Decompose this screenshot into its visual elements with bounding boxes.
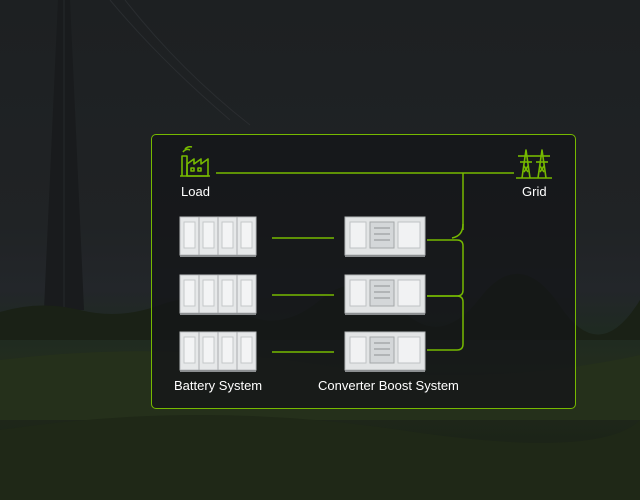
converter-bracket-bottom [427, 295, 464, 351]
battery-cabinet-icon [179, 331, 257, 372]
transmission-tower-icon [516, 149, 552, 179]
battery-cabinet-icon [179, 274, 257, 315]
battery-cabinet-icon [179, 216, 257, 257]
converter-bracket-top [427, 239, 464, 297]
battery-system-label: Battery System [174, 378, 263, 393]
load-label: Load [181, 184, 210, 199]
converter-cabinet-icon [344, 274, 426, 315]
grid-label: Grid [522, 184, 547, 199]
converter-cabinet-icon [344, 216, 426, 257]
factory-icon [180, 146, 210, 177]
converter-cabinet-icon [344, 331, 426, 372]
converter-boost-system-label: Converter Boost System [318, 378, 459, 393]
bus-corner [451, 223, 464, 239]
